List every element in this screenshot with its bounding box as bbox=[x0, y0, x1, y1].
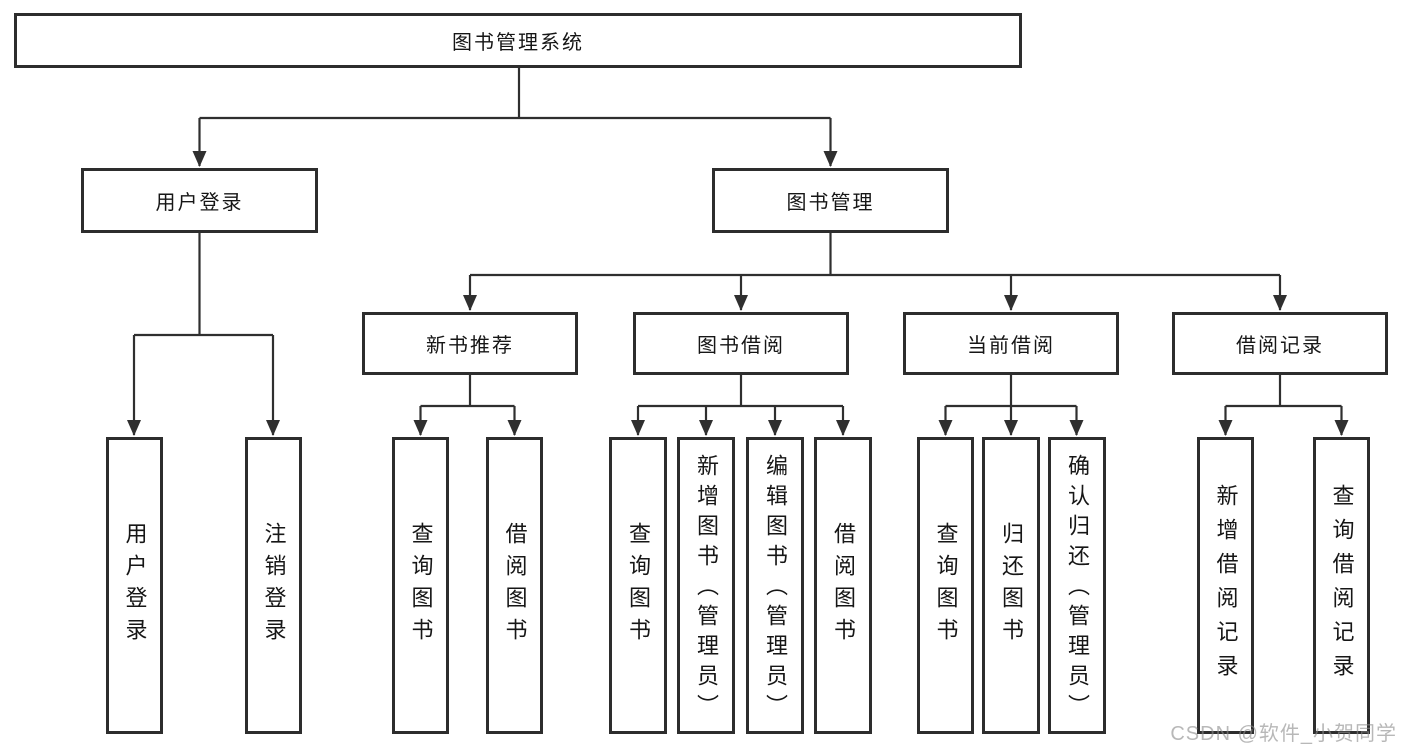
leaf-borrow-borrow-book: 借阅图书 bbox=[814, 437, 872, 734]
leaf-records-add-record: 新增借阅记录 bbox=[1197, 437, 1254, 734]
node-book-management: 图书管理 bbox=[712, 168, 949, 233]
node-current-borrow: 当前借阅 bbox=[903, 312, 1119, 375]
node-user-login: 用户登录 bbox=[81, 168, 318, 233]
node-new-book-recommend: 新书推荐 bbox=[362, 312, 578, 375]
node-book-borrow: 图书借阅 bbox=[633, 312, 849, 375]
leaf-user-login: 用户登录 bbox=[106, 437, 163, 734]
leaf-records-query-record: 查询借阅记录 bbox=[1313, 437, 1370, 734]
leaf-current-confirm-return-admin: 确认归还（管理员） bbox=[1048, 437, 1106, 734]
leaf-borrow-edit-book-admin: 编辑图书（管理员） bbox=[746, 437, 804, 734]
leaf-recommend-query-book: 查询图书 bbox=[392, 437, 449, 734]
node-borrow-records: 借阅记录 bbox=[1172, 312, 1388, 375]
leaf-current-query-book: 查询图书 bbox=[917, 437, 974, 734]
leaf-recommend-borrow-book: 借阅图书 bbox=[486, 437, 543, 734]
leaf-logout: 注销登录 bbox=[245, 437, 302, 734]
csdn-watermark: CSDN @软件_小贺同学 bbox=[1170, 723, 1397, 745]
leaf-borrow-query-book: 查询图书 bbox=[609, 437, 667, 734]
leaf-borrow-add-book-admin: 新增图书（管理员） bbox=[677, 437, 735, 734]
node-library-system: 图书管理系统 bbox=[14, 13, 1022, 68]
leaf-current-return-book: 归还图书 bbox=[982, 437, 1040, 734]
